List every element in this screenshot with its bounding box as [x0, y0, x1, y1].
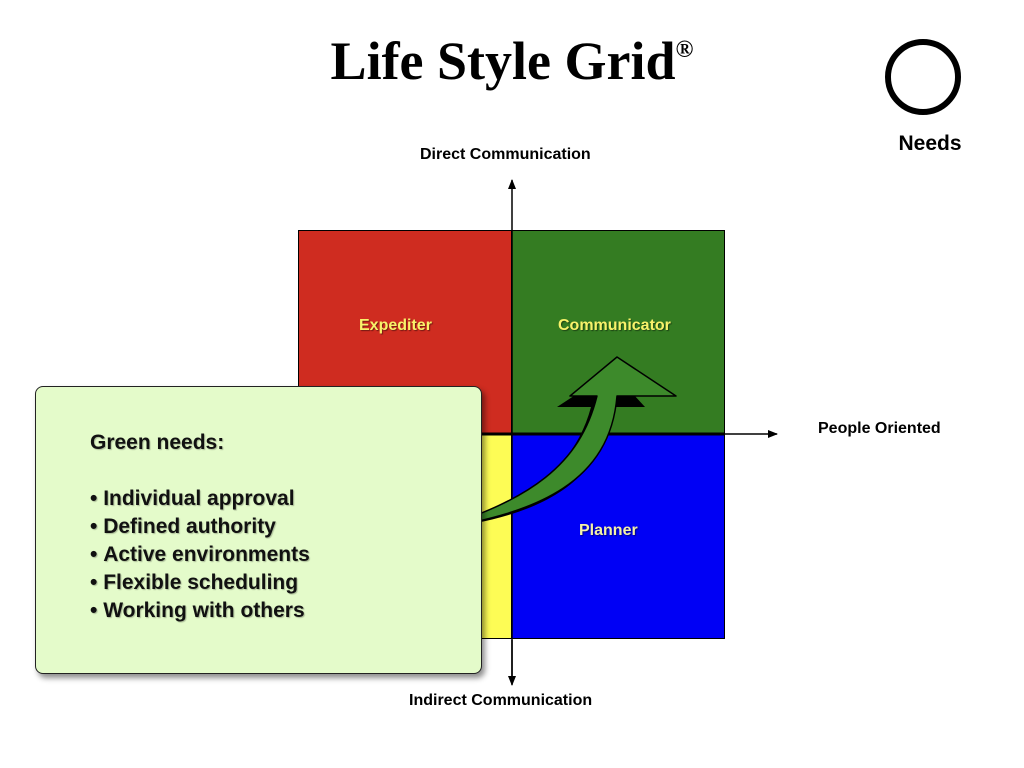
list-item: Working with others — [90, 597, 310, 625]
slide-title: Life Style Grid® — [0, 34, 1024, 88]
axis-label-right: People Oriented — [818, 420, 941, 437]
list-item: Active environments — [90, 541, 310, 569]
quadrant-label-planner: Planner — [579, 522, 638, 539]
needs-heading: Green needs: — [90, 431, 225, 454]
quadrant-label-expediter: Expediter — [359, 317, 432, 334]
title-text: Life Style Grid — [330, 31, 676, 91]
axis-label-bottom: Indirect Communication — [409, 692, 593, 709]
list-item: Flexible scheduling — [90, 569, 310, 597]
circle-outline-icon — [885, 39, 961, 115]
list-item: Defined authority — [90, 513, 310, 541]
needs-label: Needs — [898, 132, 962, 155]
green-needs-callout: Green needs: Individual approval Defined… — [35, 386, 482, 674]
needs-list: Individual approval Defined authority Ac… — [90, 485, 310, 625]
axis-label-top: Direct Communication — [420, 146, 591, 163]
quadrant-label-communicator: Communicator — [558, 317, 671, 334]
list-item: Individual approval — [90, 485, 310, 513]
registered-mark: ® — [675, 37, 694, 63]
